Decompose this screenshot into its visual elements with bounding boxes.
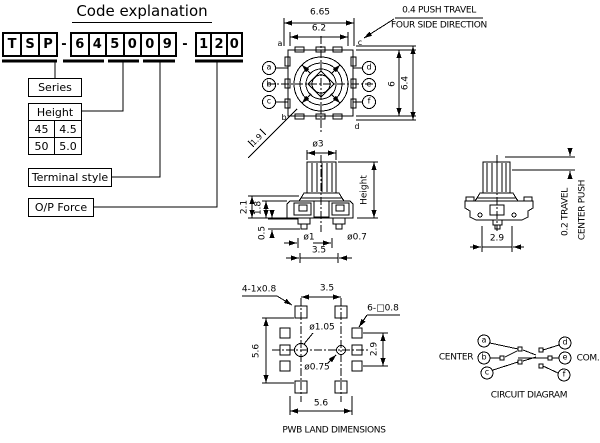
height-value: 4.5 [59,122,77,136]
op-force-label-box: O/P Force [28,198,94,217]
height-value: 5.0 [59,139,77,153]
circuit-terminal-e: e [562,352,568,362]
height-code: 50 [29,138,55,154]
dim-body-height: 2.1 [239,199,250,215]
code-cell: 0 [125,34,142,55]
dim-base: 2.9 [488,233,506,244]
dim-pin-span: 3.5 [310,245,328,256]
height-table: Height 45 4.5 50 5.0 [28,103,82,155]
center-push-note: CENTER PUSH [577,179,588,241]
code-group-force: 1 2 0 [195,32,243,57]
corner-pads-label: 4-1x0.8 [241,284,277,295]
code-cell: 2 [212,34,228,55]
corner-label-a: a [277,39,283,48]
push-travel-note: 0.4 PUSH TRAVEL [402,5,476,16]
height-code: 45 [29,121,55,137]
square-pads-label: 6-□0.8 [367,303,399,314]
circuit-terminal-b: b [481,352,487,362]
terminal-e: e [366,79,372,89]
four-side-direction-note: FOUR SIDE DIRECTION [391,20,487,31]
code-group-series: T S P [2,32,58,57]
circuit-terminal-c: c [484,367,490,377]
pwb-land-drawing [242,294,400,415]
corner-label-c: c [357,38,363,47]
code-cell: S [22,34,40,55]
pwb-dim-right: 2.9 [369,341,380,357]
terminal-style-label-box: Terminal style [28,168,112,187]
dim-hole-large: ø1.05 [308,322,336,333]
dim-knob-diameter: ø3 [311,139,325,150]
travel-note: 0.2 TRAVEL [560,188,571,236]
code-separator: - [61,37,67,52]
corner-label-d: d [354,122,360,131]
pwb-dim-bottom: 5.6 [312,398,330,409]
dim-outer-width: 6.65 [309,7,331,18]
pwb-dim-left: 5.6 [251,343,262,359]
center-label: CENTER [438,352,474,363]
pwb-title: PWB LAND DIMENSIONS [282,425,386,436]
terminal-c: c [266,96,272,106]
corner-label-b: b [281,113,287,122]
code-cell: 4 [90,34,107,55]
dim-inner-height: 1.8 [253,200,264,216]
dim-height-label: Height [359,174,370,206]
code-cell: 9 [162,37,172,52]
dim-side-pin: ø0.7 [346,232,368,243]
side-view-drawing [464,148,575,252]
circuit-terminal-f: f [562,369,566,379]
top-view-drawing [247,17,483,159]
dim-inner-width: 6.2 [311,23,327,34]
com-label: COM. [576,353,600,364]
front-view-drawing [248,150,378,263]
code-cell: P [43,37,53,52]
dim-inner-height: 6 [387,80,398,88]
code-cell: 5 [107,34,125,55]
pwb-dim-top: 3.5 [319,283,335,294]
height-label-box: Height [29,104,81,121]
terminal-d: d [366,62,372,72]
code-cell: 0 [142,34,160,55]
terminal-b: b [266,79,272,89]
code-separator: - [182,37,188,52]
dim-pin-length: 0.5 [257,225,268,241]
circuit-title: CIRCUIT DIAGRAM [490,390,568,401]
series-label-box: Series [28,78,82,97]
circuit-diagram-drawing [477,334,572,382]
circuit-terminal-a: a [481,335,487,345]
code-cell: 6 [72,34,90,55]
height-table-row: 45 4.5 [29,121,81,138]
dim-outer-height: 6.4 [400,74,411,92]
terminal-f: f [367,96,371,106]
dim-hole-small: ø0.75 [303,362,331,373]
code-cell: T [4,34,22,55]
page-title: Code explanation [72,2,212,23]
dim-center-pin: ø1 [302,232,316,243]
code-cell: 0 [229,37,239,52]
code-group-number: 6 4 5 0 0 9 [70,32,177,57]
code-cell: 1 [197,34,213,55]
height-table-row: 50 5.0 [29,138,81,154]
terminal-a: a [266,62,272,72]
circuit-terminal-d: d [562,337,568,347]
code-explanation-leaders [2,59,243,208]
